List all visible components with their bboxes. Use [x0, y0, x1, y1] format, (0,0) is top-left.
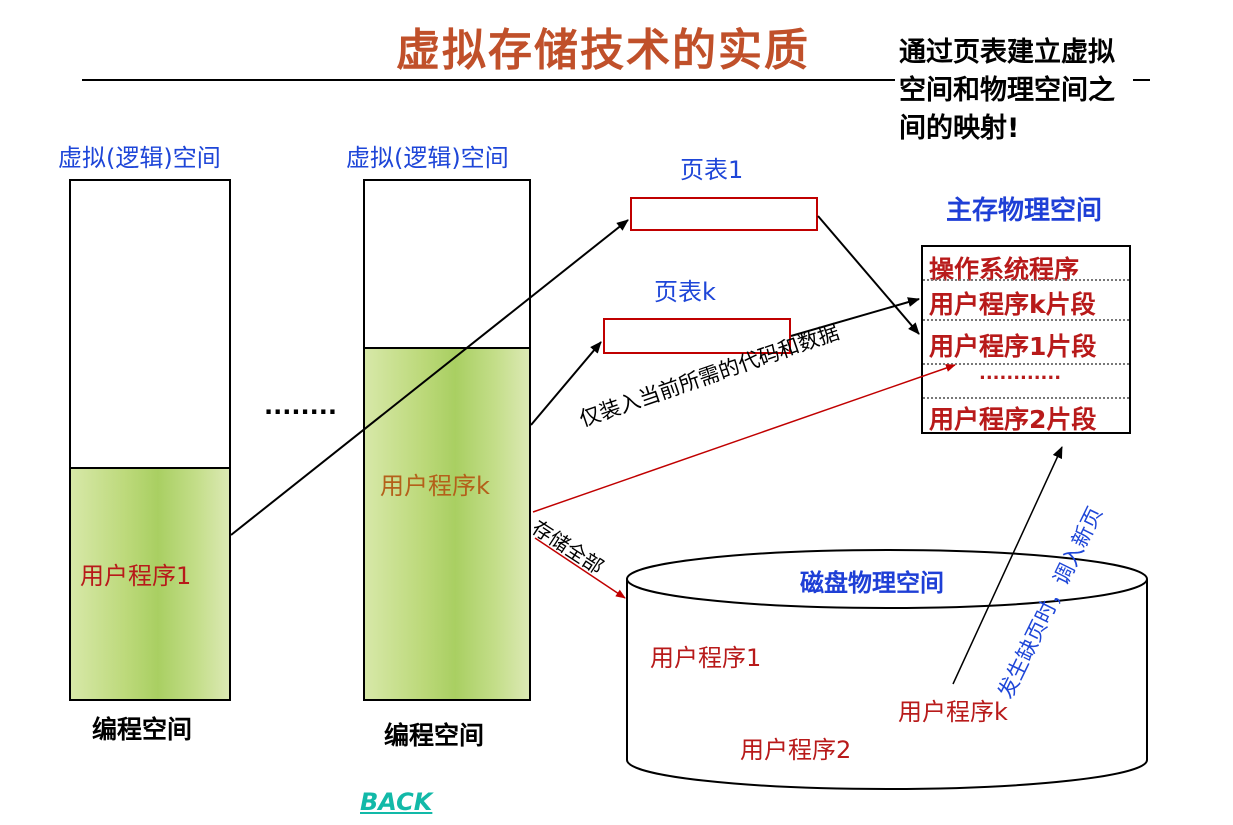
- disk-program-2: 用户程序2: [740, 736, 852, 764]
- memory-divider: [923, 279, 1129, 281]
- page-table-k-label: 页表k: [654, 278, 716, 306]
- program-space-label-2: 编程空间: [384, 721, 485, 750]
- arrow-program1-to-pagetable1: [230, 219, 629, 536]
- user-program-1-label: 用户程序1: [80, 562, 192, 590]
- back-link[interactable]: BACK: [360, 788, 433, 816]
- memory-row-program-k: 用户程序k片段: [929, 290, 1096, 319]
- virtual-space-column-1: [69, 179, 231, 701]
- virtual-space-column-k: [363, 179, 531, 701]
- virtual-space-label-1: 虚拟(逻辑)空间: [58, 144, 221, 172]
- mapping-note: 通过页表建立虚拟空间和物理空间之间的映射!: [895, 30, 1133, 152]
- memory-divider: [923, 397, 1129, 399]
- title-divider: [82, 79, 1150, 81]
- user-program-k-label: 用户程序k: [380, 472, 490, 500]
- disk-cylinder: [626, 549, 1148, 790]
- memory-row-program-2: 用户程序2片段: [929, 405, 1097, 434]
- memory-divider: [923, 363, 1129, 365]
- page-table-1-label: 页表1: [680, 156, 744, 184]
- arrow-store-all: [534, 537, 626, 599]
- page-table-k-box: [603, 318, 791, 354]
- disk-program-1: 用户程序1: [650, 644, 762, 672]
- disk-title: 磁盘物理空间: [800, 569, 944, 597]
- columns-ellipsis: ........: [264, 392, 337, 420]
- virtual-space-label-2: 虚拟(逻辑)空间: [346, 144, 509, 172]
- program-space-label-1: 编程空间: [92, 715, 193, 744]
- page-table-1-box: [630, 197, 818, 231]
- arrow-pagetable1-to-memory: [817, 215, 920, 335]
- arrow-load-current: [532, 364, 956, 513]
- memory-row-program-1: 用户程序1片段: [929, 332, 1097, 361]
- memory-row-ellipsis: ............: [979, 363, 1062, 384]
- disk-program-k: 用户程序k: [898, 698, 1008, 726]
- memory-divider: [923, 319, 1129, 321]
- arrow-programk-to-pagetablek: [530, 341, 602, 426]
- user-program-1-region: [71, 467, 229, 699]
- page-title: 虚拟存储技术的实质: [396, 25, 810, 76]
- arrow-pagetablek-to-memory: [790, 297, 920, 337]
- main-memory-title: 主存物理空间: [946, 196, 1103, 226]
- user-program-k-region: [365, 347, 529, 699]
- main-memory-box: 操作系统程序 用户程序k片段 用户程序1片段 ............ 用户程序…: [921, 245, 1131, 434]
- arrow-page-fault: [952, 446, 1063, 685]
